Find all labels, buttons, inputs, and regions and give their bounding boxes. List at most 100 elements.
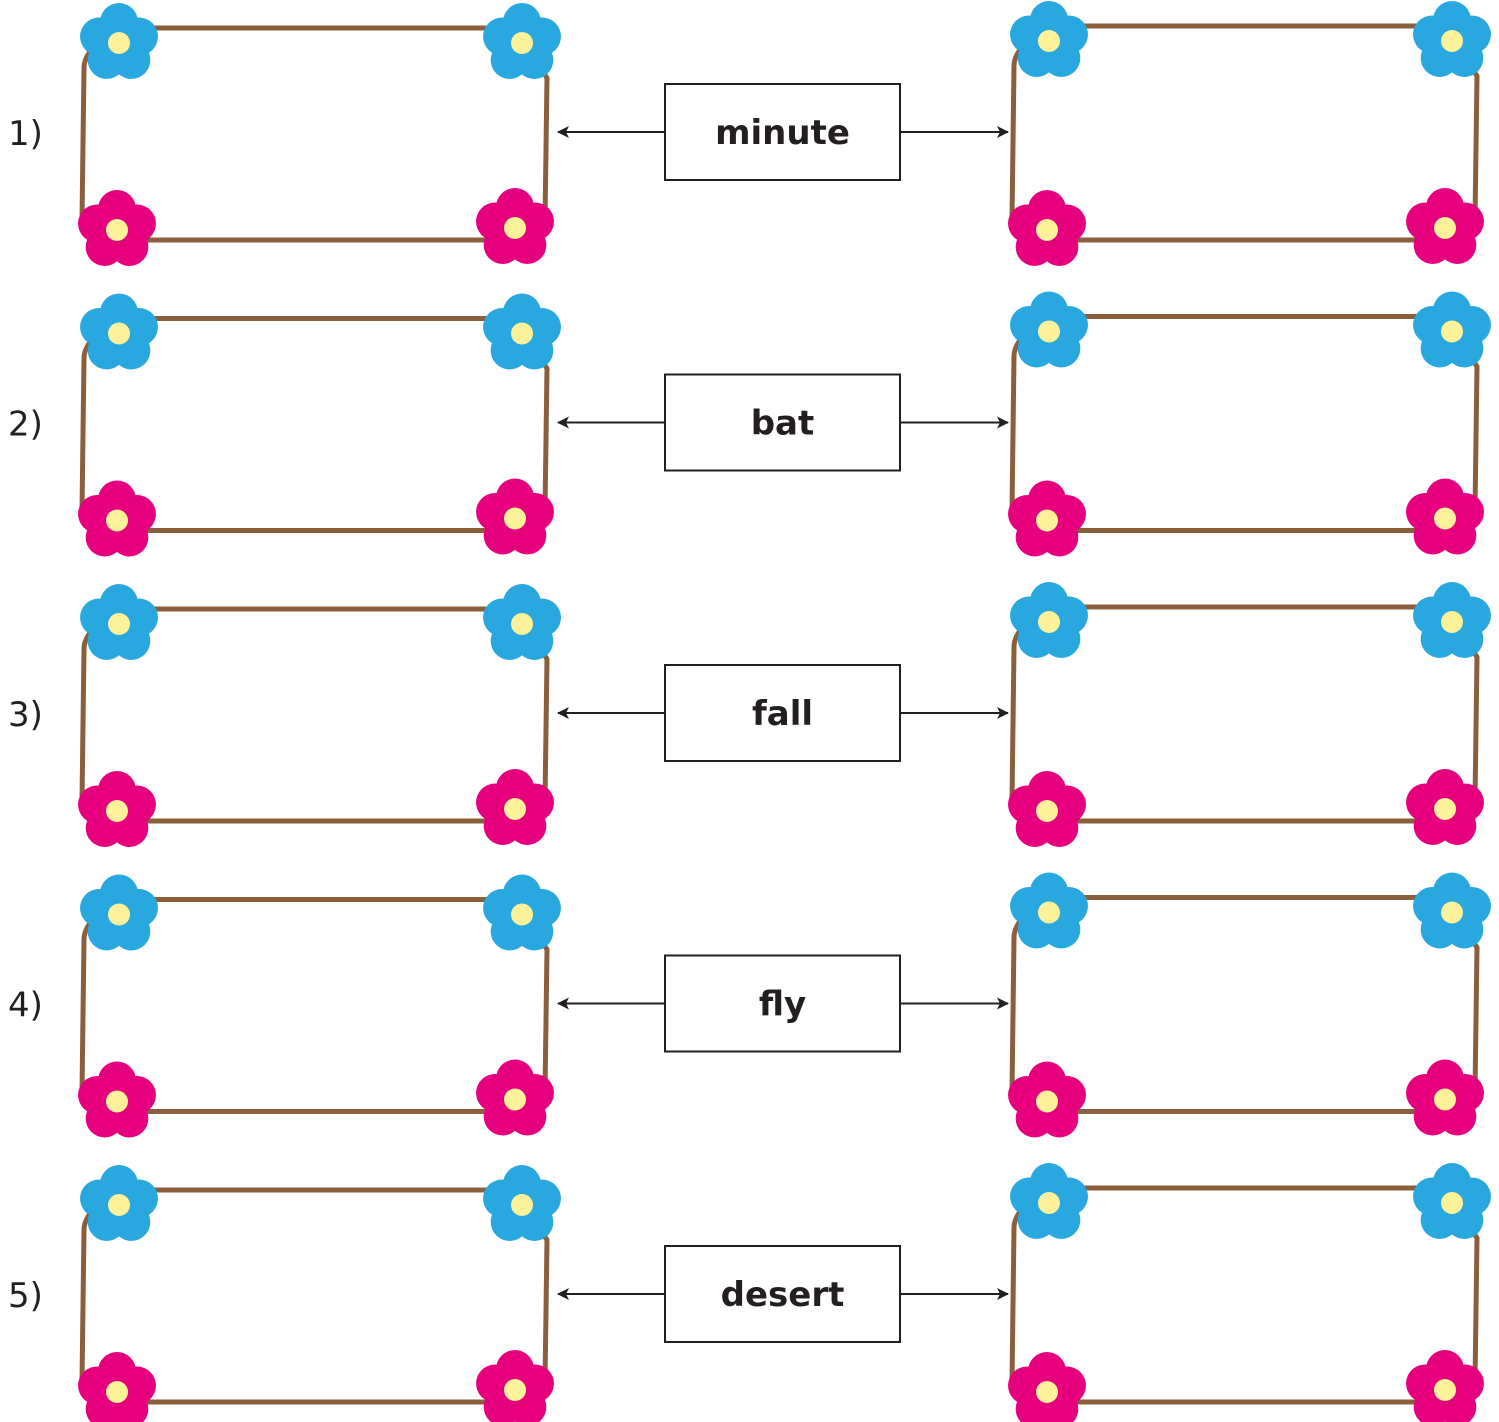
flower-icon (78, 771, 156, 847)
flower-center (108, 613, 130, 635)
flower-center (504, 1088, 526, 1111)
flower-center (108, 1194, 130, 1216)
flower-center (106, 1381, 128, 1403)
worksheet-row: 1) minute (8, 1, 1491, 266)
flower-center (511, 613, 533, 635)
flower-icon (1010, 1163, 1088, 1239)
flower-icon (483, 1165, 561, 1241)
flower-center (108, 903, 130, 926)
flower-center (1036, 1090, 1058, 1113)
answer-frame-left[interactable] (78, 3, 561, 266)
flower-icon (1413, 291, 1491, 368)
answer-frame-left[interactable] (78, 1165, 561, 1422)
flower-center (106, 1090, 128, 1113)
flower-center (108, 322, 130, 345)
flower-center (1038, 901, 1060, 924)
row-number: 3) (8, 695, 43, 735)
answer-frame-right[interactable] (1008, 872, 1491, 1138)
word-label: fall (752, 694, 813, 734)
flower-icon (476, 478, 554, 555)
frame-border (79, 606, 550, 824)
flower-icon (78, 1352, 156, 1422)
flower-center (1441, 1192, 1463, 1214)
flower-center (1038, 320, 1060, 343)
worksheet-row: 5) desert (8, 1163, 1491, 1422)
flower-center (511, 322, 533, 345)
flower-center (1036, 509, 1058, 532)
flower-icon (483, 3, 561, 79)
flower-center (1036, 219, 1058, 241)
flower-icon (1413, 582, 1491, 658)
flower-icon (1008, 1061, 1086, 1138)
flower-center (1434, 1088, 1456, 1111)
flower-icon (1413, 872, 1491, 949)
flower-icon (80, 293, 158, 370)
answer-frame-left[interactable] (78, 293, 561, 557)
word-box (664, 954, 901, 1053)
flower-center (511, 32, 533, 54)
answer-frame-right[interactable] (1008, 291, 1491, 557)
frame-border (1009, 314, 1480, 534)
flower-center (1441, 30, 1463, 52)
flower-center (511, 1194, 533, 1216)
word-label: desert (721, 1275, 845, 1315)
worksheet-row: 3) fall (8, 582, 1491, 847)
row-number: 2) (8, 405, 43, 445)
flower-center (504, 217, 526, 239)
flower-icon (80, 874, 158, 951)
flower-icon (1008, 1352, 1086, 1422)
flower-center (511, 903, 533, 926)
flower-icon (80, 1165, 158, 1241)
row-number: 4) (8, 986, 43, 1026)
flower-icon (1406, 478, 1484, 555)
flower-icon (476, 1350, 554, 1422)
flower-center (504, 1379, 526, 1401)
flower-icon (78, 480, 156, 557)
flower-center (1441, 611, 1463, 633)
flower-center (106, 800, 128, 822)
flower-icon (1008, 771, 1086, 847)
answer-frame-right[interactable] (1008, 1163, 1491, 1422)
flower-icon (1413, 1, 1491, 77)
flower-icon (1010, 1, 1088, 77)
flower-center (1038, 611, 1060, 633)
flower-center (1036, 800, 1058, 822)
flower-center (1434, 1379, 1456, 1401)
frame-border (1009, 23, 1480, 243)
flower-center (504, 798, 526, 820)
flower-center (106, 219, 128, 241)
worksheet-row: 4)fly (8, 872, 1491, 1138)
flower-icon (78, 1061, 156, 1138)
frame-border (1009, 604, 1480, 824)
flower-center (1036, 1381, 1058, 1403)
row-number: 5) (8, 1276, 43, 1316)
flower-center (1441, 901, 1463, 924)
flower-center (504, 507, 526, 530)
frame-border (1009, 895, 1480, 1115)
flower-icon (1008, 480, 1086, 557)
flower-center (1434, 217, 1456, 239)
flower-icon (1010, 872, 1088, 949)
frame-border (79, 1187, 550, 1405)
answer-frame-left[interactable] (78, 874, 561, 1138)
answer-frame-left[interactable] (78, 584, 561, 847)
flower-icon (1008, 190, 1086, 266)
word-label: minute (715, 113, 850, 153)
flower-icon (1010, 582, 1088, 658)
flower-icon (1406, 769, 1484, 845)
frame-border (79, 25, 550, 243)
flower-icon (1413, 1163, 1491, 1239)
frame-border (1009, 1185, 1480, 1405)
flower-icon (483, 874, 561, 951)
flower-center (106, 509, 128, 532)
flower-center (1038, 1192, 1060, 1214)
frame-border (79, 897, 550, 1115)
flower-center (1434, 507, 1456, 530)
row-number: 1) (8, 114, 43, 154)
flower-icon (483, 293, 561, 370)
answer-frame-right[interactable] (1008, 1, 1491, 266)
answer-frame-right[interactable] (1008, 582, 1491, 847)
flower-center (108, 32, 130, 54)
flower-icon (80, 584, 158, 660)
flower-icon (476, 188, 554, 264)
